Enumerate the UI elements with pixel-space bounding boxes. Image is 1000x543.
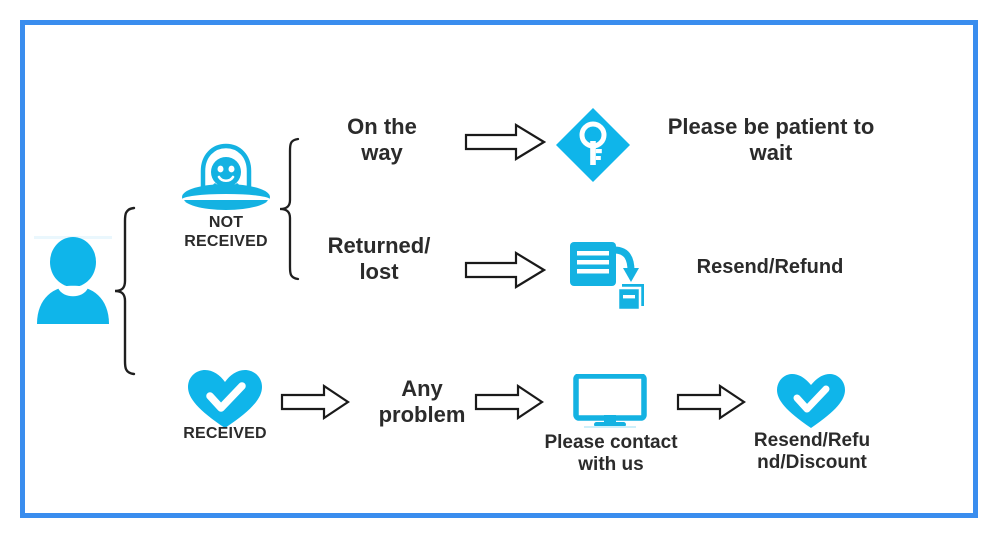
arrow-on-the-way bbox=[464, 122, 546, 162]
resend-refund-discount-label: Resend/Refu nd/Discount bbox=[753, 430, 871, 474]
returned-lost-label: Returned/ lost bbox=[327, 233, 431, 284]
brace-customer bbox=[112, 205, 142, 377]
brace-not-received bbox=[277, 136, 305, 282]
heart-check-icon-received bbox=[186, 368, 264, 430]
person-icon bbox=[32, 232, 114, 324]
heart-check-icon-resolution bbox=[775, 372, 847, 430]
received-label: RECEIVED bbox=[183, 425, 267, 442]
arrow-received bbox=[280, 384, 350, 420]
on-the-way-label: On the way bbox=[347, 114, 417, 165]
arrow-contact bbox=[676, 384, 746, 420]
ufo-alien-icon bbox=[180, 138, 272, 216]
any-problem-label: Any problem bbox=[378, 376, 466, 427]
not-received-label: NOT RECEIVED bbox=[184, 214, 268, 250]
be-patient-label: Please be patient to wait bbox=[667, 114, 875, 165]
document-resend-icon bbox=[568, 238, 648, 316]
arrow-returned-lost bbox=[464, 250, 546, 290]
arrow-any-problem bbox=[474, 384, 544, 420]
key-diamond-icon bbox=[552, 104, 634, 186]
resend-refund-label: Resend/Refund bbox=[696, 256, 844, 278]
monitor-icon bbox=[572, 374, 648, 430]
contact-us-label: Please contact with us bbox=[544, 432, 678, 476]
